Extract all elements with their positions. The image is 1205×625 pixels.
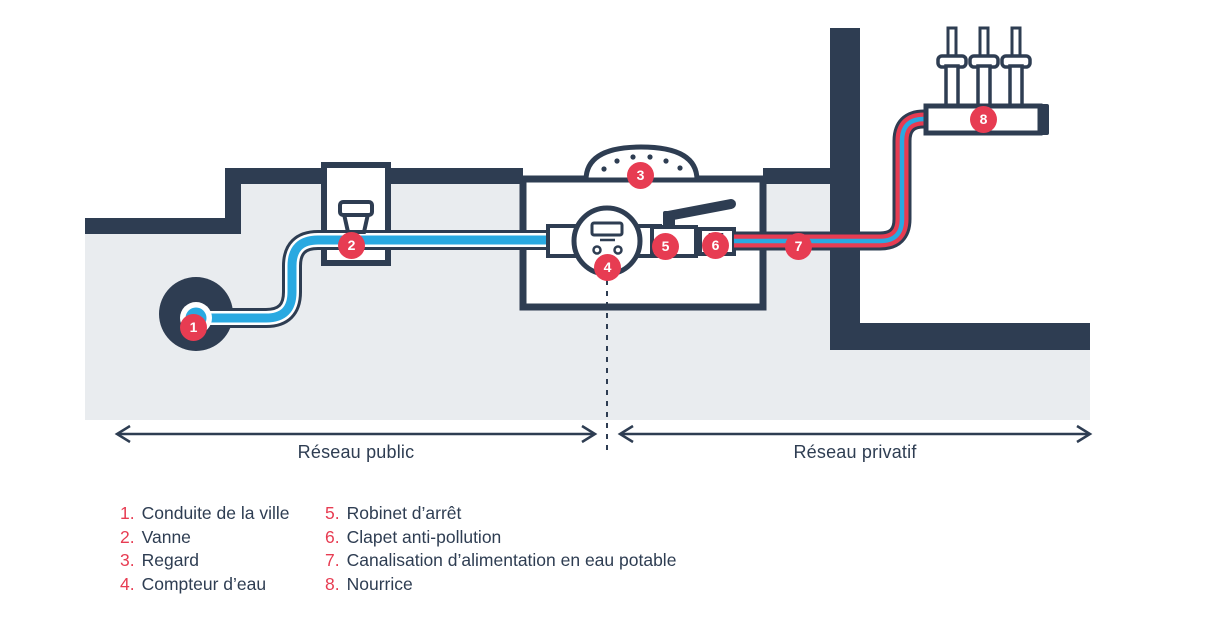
ground-fill-private: [830, 340, 1090, 420]
legend-number: 7.: [325, 550, 340, 570]
legend-number: 3.: [120, 550, 135, 570]
legend-item: 6. Clapet anti-pollution: [325, 526, 676, 550]
street-valve: [338, 200, 374, 234]
legend-number: 5.: [325, 503, 340, 523]
legend-item: 1. Conduite de la ville: [120, 502, 325, 526]
legend-label: Conduite de la ville: [141, 503, 290, 523]
marker-1: 1: [180, 314, 207, 341]
manifold-outlet: [936, 26, 968, 112]
public-extent-arrow: [114, 424, 598, 444]
legend-label: Canalisation d’alimentation en eau potab…: [346, 550, 677, 570]
legend-label: Vanne: [141, 526, 191, 547]
private-network-label: Réseau privatif: [793, 442, 917, 462]
legend-item: 8. Nourrice: [325, 573, 676, 597]
marker-6: 6: [702, 232, 729, 259]
legend-item: 4. Compteur d’eau: [120, 573, 325, 597]
marker-7: 7: [785, 233, 812, 260]
marker-3: 3: [627, 162, 654, 189]
private-extent-arrow: [617, 424, 1093, 444]
marker-4: 4: [594, 254, 621, 281]
legend-number: 8.: [325, 573, 340, 594]
legend-label: Robinet d’arrêt: [346, 503, 462, 523]
public-network-label: Réseau public: [297, 442, 415, 462]
legend-label: Compteur d’eau: [141, 573, 267, 594]
ground-surface-left: [85, 168, 322, 234]
house-wall: [830, 28, 1090, 350]
supply-pipe: [734, 109, 930, 251]
marker-2: 2: [338, 232, 365, 259]
legend-column-1: 1.Conduite de la ville 2.Vanne 3.Regard …: [120, 502, 325, 596]
legend-column-2: 5. Robinet d’arrêt 6. Clapet anti-pollutio…: [325, 502, 676, 596]
legend-label: Clapet anti-pollution: [346, 526, 502, 547]
ground-surface-mid: [388, 168, 523, 184]
legend-item: 7. Canalisation d’alimentation en eau pot…: [325, 549, 676, 573]
legend-number: 6.: [325, 526, 340, 547]
manifold-end-cap: [1040, 104, 1049, 135]
city-pipe: [196, 230, 556, 328]
marker-8: 8: [970, 106, 997, 133]
legend-item: 3. Regard: [120, 549, 325, 573]
legend: 1.Conduite de la ville 2.Vanne 3.Regard …: [120, 502, 676, 596]
marker-5: 5: [652, 233, 679, 260]
legend-number: 4.: [120, 573, 135, 594]
legend-label: Nourrice: [346, 573, 413, 594]
legend-number: 2.: [120, 526, 135, 547]
legend-label: Regard: [141, 550, 200, 570]
manifold-outlet: [968, 26, 1000, 112]
manifold: [936, 26, 1032, 112]
legend-number: 1.: [120, 503, 135, 523]
legend-item: 2. Vanne: [120, 526, 325, 550]
ground-surface-right: [763, 168, 830, 184]
manifold-outlet: [1000, 26, 1032, 112]
legend-item: 5. Robinet d’arrêt: [325, 502, 676, 526]
